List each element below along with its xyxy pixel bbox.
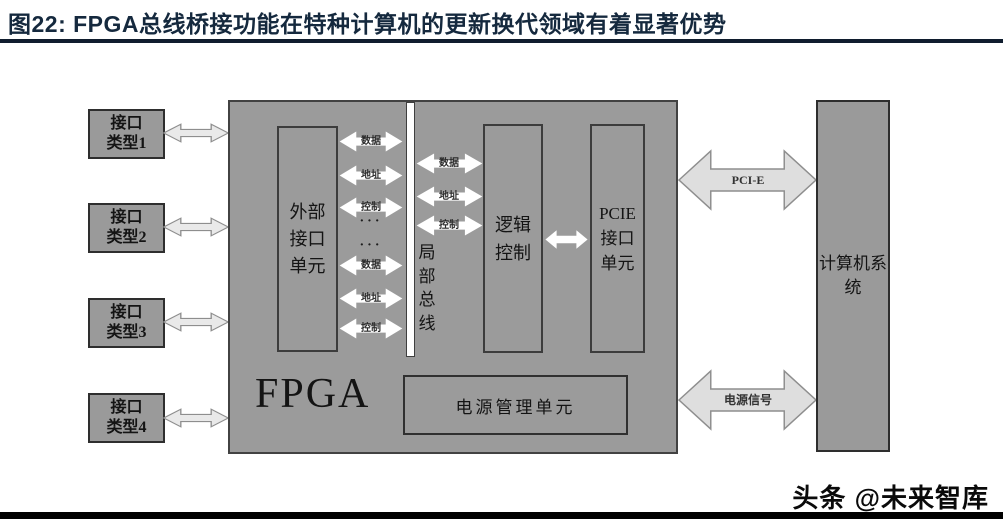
interface-type-4-box: 接口 类型4 xyxy=(88,393,165,443)
interface-type-3-label-line1: 接口 xyxy=(110,304,143,321)
bottom-rule xyxy=(0,512,1003,519)
local-bus-label: 局 部 总 线 xyxy=(417,241,437,335)
power-signal-arrow-label: 电源信号 xyxy=(723,393,773,407)
power-management-unit-box: 电源管理单元 xyxy=(403,375,628,435)
interface-type-1-label-line1: 接口 xyxy=(110,115,143,132)
power-management-unit-label: 电源管理单元 xyxy=(455,397,576,417)
computer-system-box: 计算机系 统 xyxy=(816,100,890,452)
interface-type-1-box: 接口 类型1 xyxy=(88,109,165,159)
figure-title: 图22: FPGA总线桥接功能在特种计算机的更新换代领域有着显著优势 xyxy=(8,11,727,37)
computer-system-line1: 计算机系 xyxy=(819,254,887,273)
bus-left-label-ctrl-2: 控制 xyxy=(361,323,381,334)
local-bus-char-2: 部 xyxy=(418,266,436,286)
ellipsis-bottom: ··· xyxy=(359,238,383,253)
interface-type-2-box: 接口 类型2 xyxy=(88,203,165,253)
external-interface-unit-box: 外部 接口 单元 xyxy=(277,126,338,352)
watermark: 头条 @未来智库 xyxy=(792,483,989,513)
bus-left-label-addr-1: 地址 xyxy=(361,170,381,181)
interface-type-1-label-line2: 类型1 xyxy=(106,135,147,152)
interface-type-2-label-line2: 类型2 xyxy=(106,229,147,246)
pcie-unit-line2: 接口 xyxy=(600,229,635,248)
interface-type-2-label-line1: 接口 xyxy=(110,209,143,226)
logic-control-box: 逻辑 控制 xyxy=(483,124,543,353)
external-interface-unit-line3: 单元 xyxy=(289,255,326,276)
interface-1-arrow xyxy=(163,122,229,144)
ellipsis-top: ··· xyxy=(359,214,383,229)
interface-type-4-label-line1: 接口 xyxy=(110,399,143,416)
interface-type-4-label-line2: 类型4 xyxy=(106,419,147,436)
computer-system-line2: 统 xyxy=(844,278,862,297)
interface-3-arrow xyxy=(163,311,229,333)
logic-control-line1: 逻辑 xyxy=(495,214,531,235)
bus-right-label-ctrl: 控制 xyxy=(439,220,459,231)
local-bus-bar xyxy=(406,102,415,357)
logic-pcie-arrow xyxy=(545,228,588,251)
bus-left-label-data-1: 数据 xyxy=(361,136,381,147)
local-bus-char-1: 局 xyxy=(418,243,436,262)
external-interface-unit-line2: 接口 xyxy=(289,228,326,249)
interface-4-arrow xyxy=(163,407,229,429)
interface-2-arrow xyxy=(163,216,229,238)
pcie-interface-unit-box: PCIE 接口 单元 xyxy=(590,124,645,353)
pcie-unit-line3: 单元 xyxy=(600,254,635,273)
bus-left-label-data-2: 数据 xyxy=(361,260,381,271)
logic-control-line2: 控制 xyxy=(495,242,531,263)
interface-type-3-box: 接口 类型3 xyxy=(88,298,165,348)
title-underline xyxy=(0,39,1003,43)
pci-e-arrow-label: PCI-E xyxy=(731,173,765,187)
local-bus-char-3: 总 xyxy=(418,290,436,309)
bus-right-label-data: 数据 xyxy=(439,158,459,169)
local-bus-char-4: 线 xyxy=(418,313,436,333)
interface-type-3-label-line2: 类型3 xyxy=(106,324,147,341)
pcie-unit-line1: PCIE xyxy=(599,204,636,223)
external-interface-unit-line1: 外部 xyxy=(289,201,326,222)
fpga-label: FPGA xyxy=(255,371,371,417)
bus-left-label-addr-2: 地址 xyxy=(361,293,381,304)
bus-right-label-addr: 地址 xyxy=(439,191,459,202)
bus-left-label-ctrl-1: 控制 xyxy=(361,202,381,213)
